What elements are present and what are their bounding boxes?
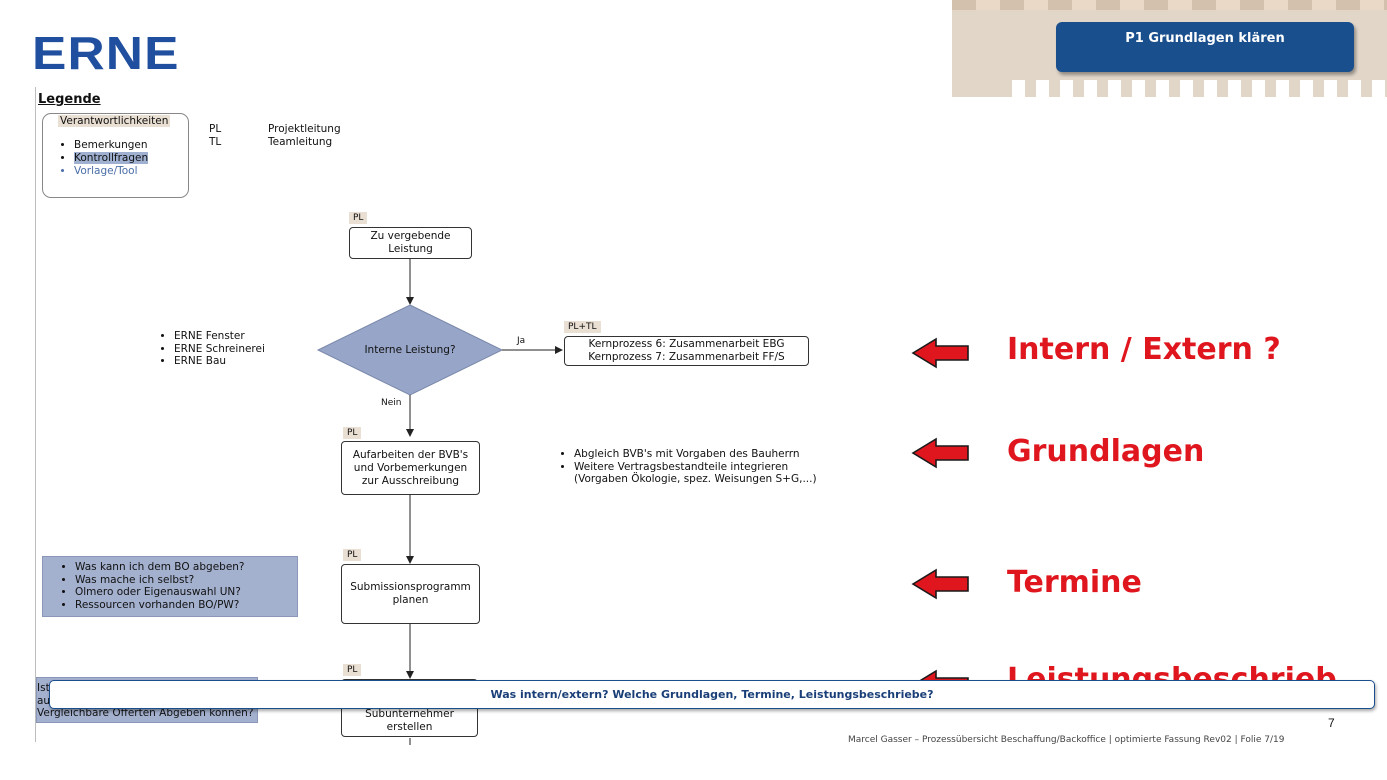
legend-item-tool: Vorlage/Tool (74, 165, 148, 178)
summary-question-bar: Was intern/extern? Welche Grundlagen, Te… (49, 680, 1375, 709)
step2-responsibility: PL (343, 427, 362, 439)
internal-notes: ERNE Fenster ERNE Schreinerei ERNE Bau (160, 330, 265, 368)
page-number: 7 (1328, 716, 1335, 730)
legend-item-remarks: Bemerkungen (74, 139, 148, 152)
decision-yes-label: Ja (517, 336, 526, 346)
abbr-meaning-tl: Teamleitung (268, 136, 333, 148)
label-grundlagen: Grundlagen (1007, 434, 1205, 469)
left-divider (35, 87, 36, 742)
step3-responsibility: PL (343, 549, 362, 561)
erne-logo: ERNE (32, 27, 180, 79)
legend-title: Legende (38, 92, 101, 107)
legend-responsibilities: Verantwortlichkeiten (58, 115, 171, 127)
phase-badge: P1 Grundlagen klären (1056, 22, 1354, 72)
abbr-code-pl: PL (209, 123, 222, 135)
abbr-meaning-pl: Projektleitung (268, 123, 341, 135)
abbr-code-tl: TL (209, 136, 222, 148)
label-termine: Termine (1007, 565, 1142, 600)
step1-responsibility: PL (349, 212, 368, 224)
step2-notes: Abgleich BVB's mit Vorgaben des Bauherrn… (560, 448, 817, 486)
legend-item-questions: Kontrollfragen (74, 152, 149, 165)
label-leistungsbeschrieb: Leistungsbeschrieb (1007, 664, 1337, 680)
arrow-left-icon (911, 337, 969, 369)
core-responsibility: PL+TL (564, 321, 601, 333)
step4-responsibility: PL (343, 664, 362, 676)
decision-no-label: Nein (381, 398, 402, 408)
label-intern-extern: Intern / Extern ? (1007, 332, 1281, 367)
arrow-left-icon (911, 437, 969, 469)
footer-text: Marcel Gasser – Prozessübersicht Beschaf… (848, 735, 1285, 745)
decision-label: Interne Leistung? (364, 344, 456, 356)
legend-items: Bemerkungen Kontrollfragen Vorlage/Tool (60, 139, 149, 178)
arrow-left-icon (911, 568, 969, 600)
questions-box: Was kann ich dem BO abgeben? Was mache i… (42, 556, 298, 617)
